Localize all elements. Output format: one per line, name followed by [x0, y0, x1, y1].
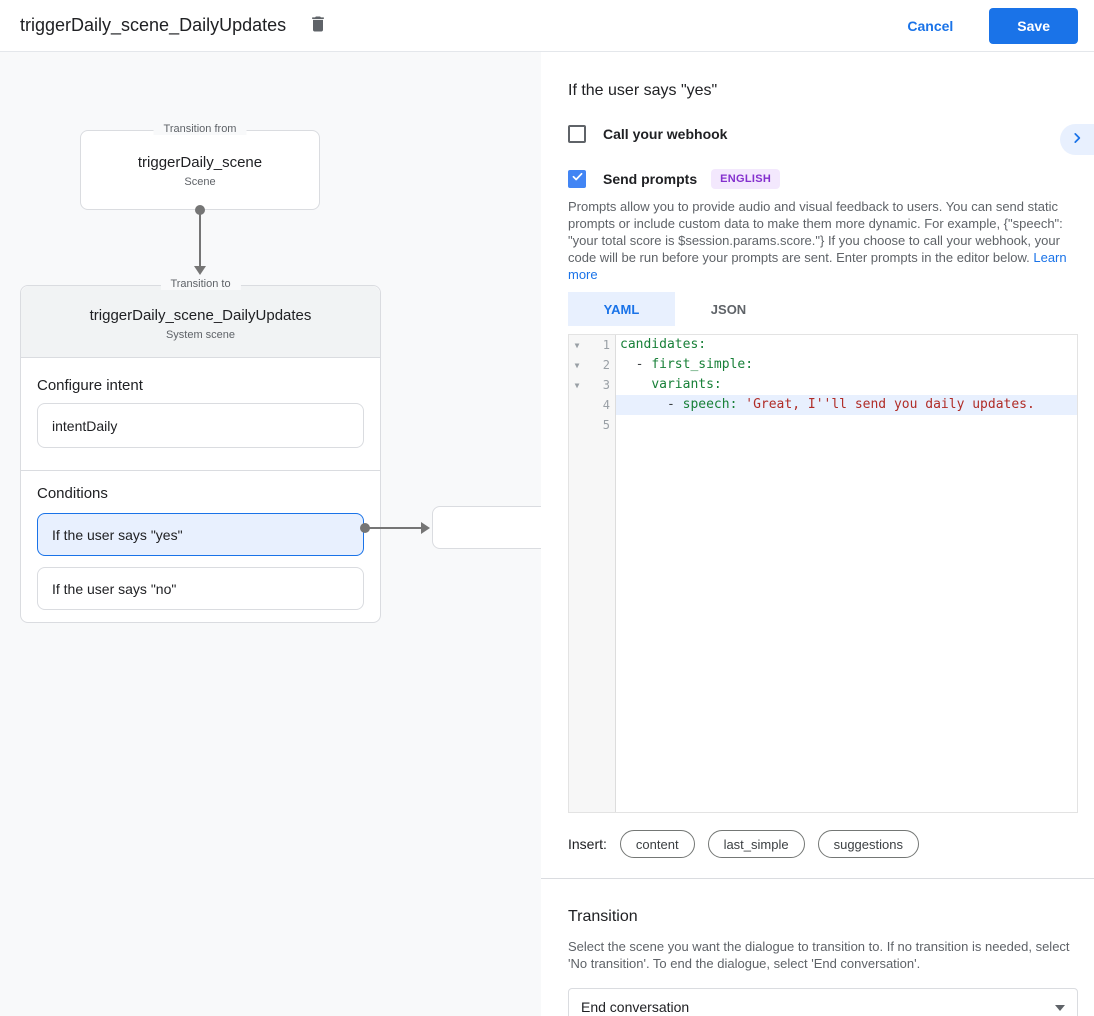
transition-from-legend: Transition from [153, 123, 247, 135]
webhook-row: Call your webhook [568, 124, 1078, 144]
conditions-section: Conditions If the user says "yes"If the … [21, 471, 380, 610]
checkmark-icon [571, 170, 584, 188]
section-divider [541, 878, 1094, 879]
prompts-description: Prompts allow you to provide audio and v… [568, 198, 1078, 283]
call-webhook-checkbox[interactable] [568, 125, 586, 143]
main-area: Transition from triggerDaily_scene Scene… [0, 52, 1094, 1016]
language-badge: ENGLISH [711, 169, 781, 189]
transition-select-value: End conversation [581, 999, 690, 1015]
insert-row: Insert: content last_simple suggestions [568, 830, 1078, 858]
transition-arrow-line [199, 210, 201, 267]
from-scene-type: Scene [184, 176, 216, 188]
prompt-code-editor[interactable]: ▼ 1 ▼ 2 ▼ 3 4 5 candidates: - first_simple: var… [568, 334, 1078, 813]
page-title: triggerDaily_scene_DailyUpdates [20, 15, 287, 35]
insert-chip-last_simple[interactable]: last_simple [707, 830, 805, 858]
transition-arrowhead-down [194, 266, 206, 275]
transition-select[interactable]: End conversation [568, 988, 1078, 1016]
tab-json[interactable]: JSON [710, 301, 747, 317]
fold-arrow-icon[interactable]: ▼ [574, 380, 580, 390]
editor-code-area[interactable]: candidates: - first_simple: variants: - … [616, 335, 1077, 812]
insert-chip-list: content last_simple suggestions [607, 830, 919, 858]
learn-more-link[interactable]: Learn more [568, 250, 1067, 282]
call-webhook-label: Call your webhook [603, 126, 728, 142]
cancel-button[interactable]: Cancel [891, 10, 969, 42]
condition-target-node[interactable] [432, 506, 541, 549]
transition-from-node[interactable]: Transition from triggerDaily_scene Scene [80, 123, 320, 210]
line-number: 3 [602, 378, 610, 392]
panel-title: If the user says "yes" [568, 82, 718, 99]
chevron-right-icon [1070, 131, 1084, 148]
to-scene-header[interactable]: triggerDaily_scene_DailyUpdates System s… [21, 286, 380, 358]
from-scene-name: triggerDaily_scene [137, 154, 263, 171]
editor-format-tabs: YAML JSON [568, 292, 1078, 326]
configure-intent-label: Configure intent [37, 377, 143, 394]
editor-gutter: ▼ 1 ▼ 2 ▼ 3 4 5 [569, 335, 616, 812]
dropdown-caret-icon [1055, 1005, 1065, 1011]
fold-arrow-icon[interactable]: ▼ [574, 360, 580, 370]
intent-item[interactable]: intentDaily [37, 403, 364, 448]
conditions-list: If the user says "yes" If the user says "… [37, 513, 364, 610]
transition-to-legend: Transition to [160, 278, 241, 290]
save-button[interactable]: Save [989, 7, 1078, 44]
send-prompts-label: Send prompts [603, 171, 698, 187]
code-line[interactable]: variants: [651, 377, 722, 392]
prompts-description-text: Prompts allow you to provide audio and v… [568, 199, 1063, 265]
code-line[interactable]: - speech: 'Great, I''ll send you daily u… [616, 395, 1077, 415]
condition-connector-line [365, 527, 422, 529]
code-line[interactable]: candidates: [620, 337, 707, 352]
fold-arrow-icon[interactable]: ▼ [574, 340, 580, 350]
to-scene-type: System scene [165, 329, 236, 341]
line-number: 2 [602, 358, 610, 372]
condition-item[interactable]: If the user says "no" [37, 567, 364, 610]
line-number: 1 [602, 338, 610, 352]
condition-detail-panel: If the user says "yes" Call your webhook… [541, 52, 1094, 1016]
transition-to-node: Transition to triggerDaily_scene_DailyUp… [20, 278, 381, 623]
send-prompts-row: Send prompts ENGLISH [568, 169, 1078, 189]
trash-icon [308, 14, 328, 37]
condition-item[interactable]: If the user says "yes" [37, 513, 364, 556]
tab-yaml[interactable]: YAML [568, 292, 675, 326]
collapse-panel-button[interactable] [1060, 124, 1094, 155]
insert-chip-content[interactable]: content [619, 830, 695, 858]
line-number: 4 [602, 398, 610, 412]
condition-arrowhead-right [421, 522, 430, 534]
scene-diagram-canvas: Transition from triggerDaily_scene Scene… [0, 52, 541, 1016]
configure-intent-section: Configure intent intentDaily [21, 358, 380, 471]
send-prompts-checkbox[interactable] [568, 170, 586, 188]
to-scene-name: triggerDaily_scene_DailyUpdates [89, 307, 312, 324]
insert-chip-suggestions[interactable]: suggestions [817, 830, 919, 858]
delete-scene-button[interactable] [304, 12, 332, 40]
code-line[interactable] [616, 415, 1077, 435]
code-line[interactable]: - first_simple: [620, 357, 754, 372]
line-number: 5 [602, 418, 610, 432]
top-bar: triggerDaily_scene_DailyUpdates Cancel S… [0, 0, 1094, 52]
transition-arrow-origin-dot [195, 205, 205, 215]
transition-section-title: Transition [568, 908, 638, 925]
conditions-label: Conditions [37, 485, 108, 502]
transition-description: Select the scene you want the dialogue t… [568, 939, 1070, 971]
insert-label: Insert: [568, 836, 607, 852]
